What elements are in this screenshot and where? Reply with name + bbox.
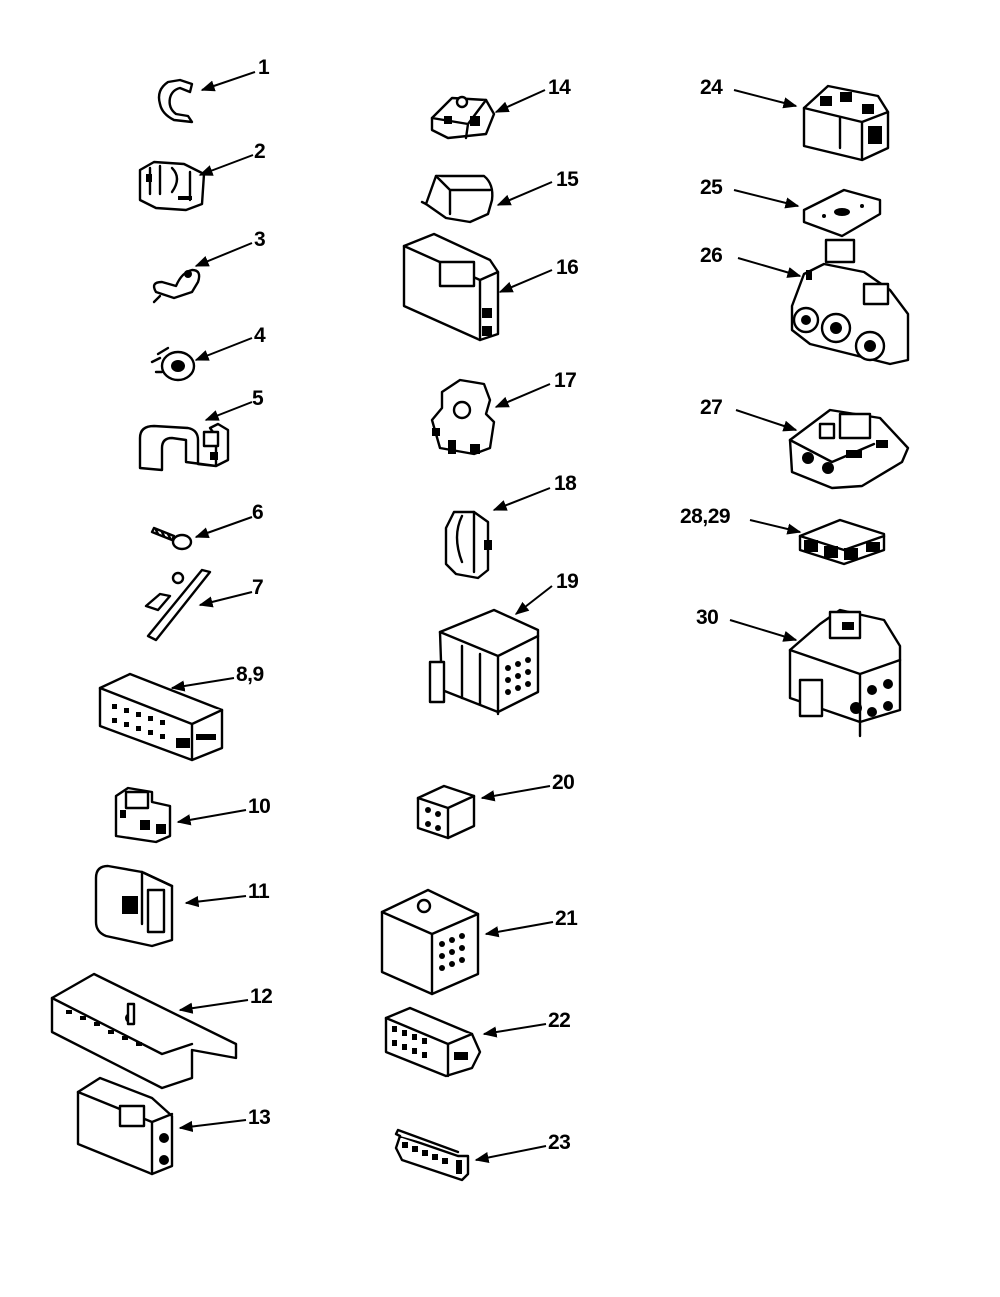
callout-label-30: 30 xyxy=(696,606,718,629)
leader-28-29 xyxy=(749,519,802,535)
leader-30 xyxy=(729,619,798,642)
callout-label-2: 2 xyxy=(254,140,265,163)
leader-19 xyxy=(514,585,553,615)
leader-7 xyxy=(198,591,253,608)
part-19-connector[interactable] xyxy=(428,608,540,716)
callout-label-27: 27 xyxy=(700,396,722,419)
callout-label-18: 18 xyxy=(554,472,577,495)
part-15-clip[interactable] xyxy=(420,174,494,224)
callout-label-4: 4 xyxy=(254,324,266,347)
part-25-plate[interactable] xyxy=(802,188,882,238)
leader-17 xyxy=(494,383,551,408)
callout-label-22: 22 xyxy=(548,1009,570,1032)
callout-label-14: 14 xyxy=(548,76,571,99)
callout-label-16: 16 xyxy=(556,256,578,279)
leader-15 xyxy=(496,181,553,206)
callout-label-3: 3 xyxy=(254,228,265,251)
leader-6 xyxy=(194,516,253,539)
callout-label-28-29: 28,29 xyxy=(680,505,730,528)
callout-label-15: 15 xyxy=(556,168,579,191)
part-8-9-connector[interactable] xyxy=(98,672,224,762)
part-27-connector[interactable] xyxy=(788,408,910,490)
leader-10 xyxy=(176,809,247,826)
part-11-housing[interactable] xyxy=(94,864,174,948)
part-21-connector[interactable] xyxy=(380,888,480,996)
callout-label-11: 11 xyxy=(248,880,270,903)
part-3-clip[interactable] xyxy=(152,268,201,304)
callout-label-20: 20 xyxy=(552,771,574,794)
part-26-connector-block[interactable] xyxy=(790,238,910,366)
leader-24 xyxy=(733,89,798,109)
leader-3 xyxy=(194,242,253,267)
callout-label-25: 25 xyxy=(700,176,723,199)
part-30-connector-housing[interactable] xyxy=(788,608,902,738)
leader-26 xyxy=(737,257,802,278)
callout-label-12: 12 xyxy=(250,985,272,1008)
part-7-bracket[interactable] xyxy=(144,568,212,642)
leader-12 xyxy=(178,999,249,1014)
part-14-connector[interactable] xyxy=(430,95,496,140)
leader-16 xyxy=(498,269,553,293)
part-4-bushing[interactable] xyxy=(150,346,196,382)
callout-label-1: 1 xyxy=(258,56,270,79)
callout-label-17: 17 xyxy=(554,369,576,392)
part-28-29-terminal[interactable] xyxy=(798,518,886,566)
part-17-connector[interactable] xyxy=(430,378,496,456)
callout-label-21: 21 xyxy=(555,907,578,930)
callout-label-19: 19 xyxy=(556,570,578,593)
leader-27 xyxy=(735,409,798,432)
callout-label-23: 23 xyxy=(548,1131,570,1154)
callout-label-13: 13 xyxy=(248,1106,270,1129)
leader-1 xyxy=(200,71,256,92)
part-5-cable-clamp[interactable] xyxy=(138,422,230,472)
leader-14 xyxy=(494,89,546,113)
leader-20 xyxy=(480,785,551,802)
callout-label-7: 7 xyxy=(252,576,263,599)
leader-25 xyxy=(733,189,800,209)
callout-label-6: 6 xyxy=(252,501,263,524)
leader-13 xyxy=(178,1119,247,1133)
part-12-terminal-strip[interactable] xyxy=(50,972,238,1090)
part-23-terminal-block[interactable] xyxy=(394,1128,470,1182)
callout-label-26: 26 xyxy=(700,244,722,267)
leader-2 xyxy=(198,154,254,176)
leader-4 xyxy=(194,337,253,361)
leader-5 xyxy=(204,401,253,421)
part-1-clip[interactable] xyxy=(157,78,194,124)
callout-label-8-9: 8,9 xyxy=(236,663,264,686)
leader-22 xyxy=(482,1023,547,1038)
part-6-screw[interactable] xyxy=(150,526,193,551)
part-20-connector[interactable] xyxy=(416,784,476,840)
part-22-connector[interactable] xyxy=(384,1006,482,1078)
leader-18 xyxy=(492,487,551,511)
part-24-connector[interactable] xyxy=(802,84,890,162)
part-13-housing[interactable] xyxy=(76,1076,174,1176)
callout-label-10: 10 xyxy=(248,795,270,818)
leader-11 xyxy=(184,895,247,908)
part-10-connector[interactable] xyxy=(114,786,172,844)
leader-8-9 xyxy=(170,677,235,692)
leader-21 xyxy=(484,921,554,938)
part-2-clamp[interactable] xyxy=(138,160,206,212)
leader-23 xyxy=(474,1145,547,1164)
callout-label-5: 5 xyxy=(252,387,264,410)
part-18-latch[interactable] xyxy=(444,510,492,580)
callout-label-24: 24 xyxy=(700,76,723,99)
part-16-housing[interactable] xyxy=(402,232,500,342)
